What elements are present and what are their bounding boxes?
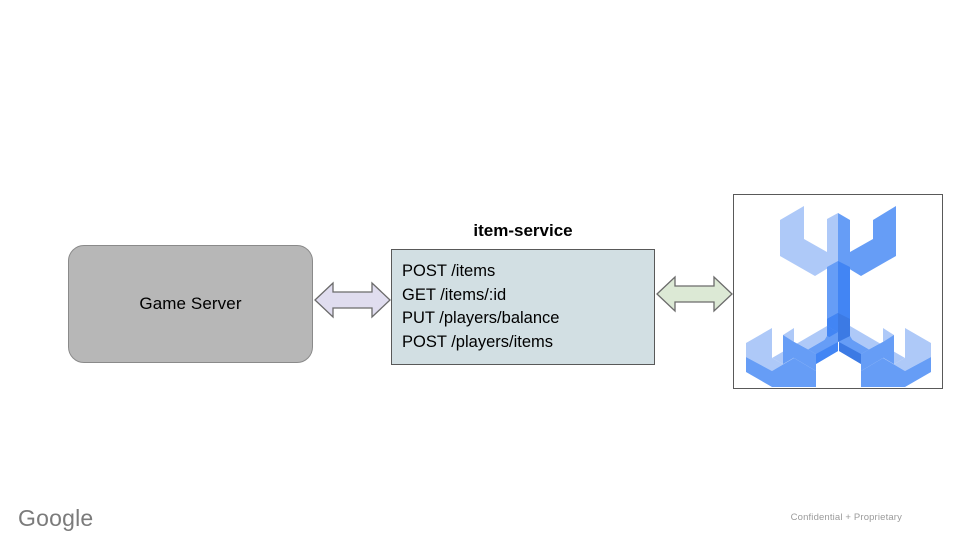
endpoint-row: POST /players/items bbox=[402, 332, 553, 351]
game-server-box: Game Server bbox=[68, 245, 313, 363]
google-wordmark: Google bbox=[18, 505, 94, 531]
confidential-note: Confidential + Proprietary bbox=[790, 512, 902, 523]
endpoint-row: PUT /players/balance bbox=[402, 309, 560, 327]
isometric-wrench-icon bbox=[746, 206, 931, 387]
arrow-item-service-to-tools bbox=[655, 272, 734, 316]
endpoint-row: POST /items bbox=[402, 262, 496, 280]
arrow-game-server-to-item-service bbox=[313, 278, 392, 322]
endpoint-row: GET /items/:id bbox=[402, 285, 507, 304]
game-server-label: Game Server bbox=[139, 294, 242, 313]
item-service-box: POST /items GET /items/:id PUT /players/… bbox=[391, 249, 655, 365]
tools-logo-panel bbox=[733, 194, 943, 389]
item-service-title: item-service bbox=[473, 221, 573, 240]
